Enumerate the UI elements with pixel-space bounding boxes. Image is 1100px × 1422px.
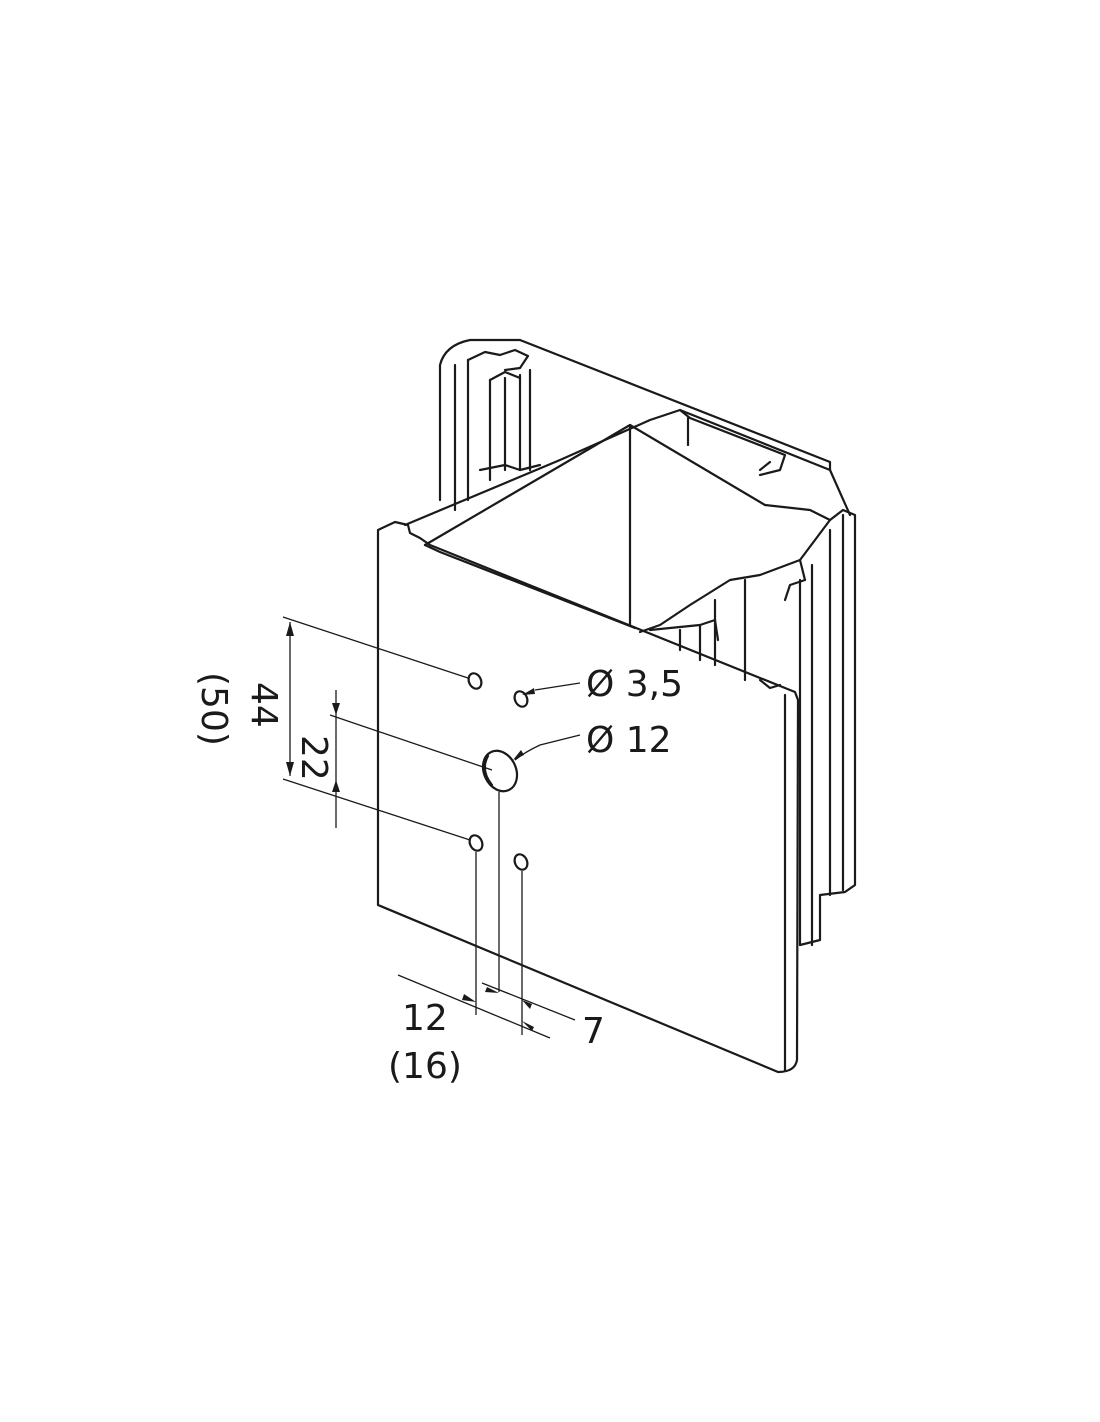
label-hole-3-5: Ø 3,5: [586, 664, 683, 705]
label-hole-12: Ø 12: [586, 720, 672, 761]
front-plate: [376, 520, 800, 1074]
hole-small-4: [513, 853, 529, 871]
hole-small-1: [467, 672, 483, 690]
back-right-rails: [648, 508, 857, 947]
holes: [467, 672, 529, 871]
hole-small-3: [468, 834, 484, 852]
dim-12: 12: [402, 998, 448, 1039]
back-left-rails: [438, 338, 832, 512]
dim-50: (50): [193, 672, 234, 746]
hole-small-2: [513, 690, 529, 708]
dim-16: (16): [388, 1046, 462, 1087]
dimension-lines: [282, 616, 581, 1039]
dim-7: 7: [582, 1011, 605, 1052]
dim-44: 44: [243, 682, 284, 728]
hole-large: [481, 749, 519, 793]
top-face: [403, 408, 852, 634]
dim-22: 22: [293, 735, 334, 781]
